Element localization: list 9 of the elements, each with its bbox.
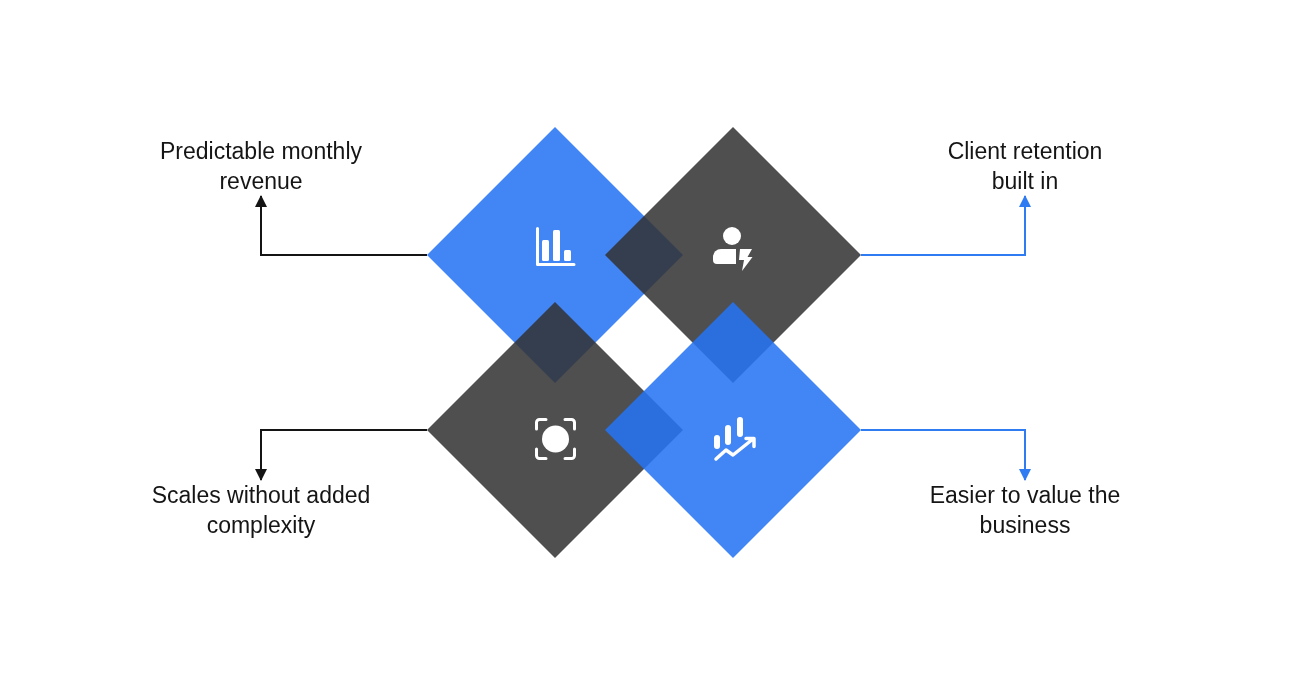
benefit-label: Predictable monthly revenue — [159, 136, 363, 196]
arrow — [255, 195, 428, 256]
benefit-label: Scales without added complexity — [150, 480, 372, 540]
diamond-tile — [605, 302, 861, 558]
arrow — [860, 195, 1031, 256]
benefit-label: Client retention built in — [946, 136, 1104, 196]
arrow — [860, 429, 1031, 481]
arrow — [255, 429, 428, 481]
benefit-label: Easier to value the business — [928, 480, 1122, 540]
